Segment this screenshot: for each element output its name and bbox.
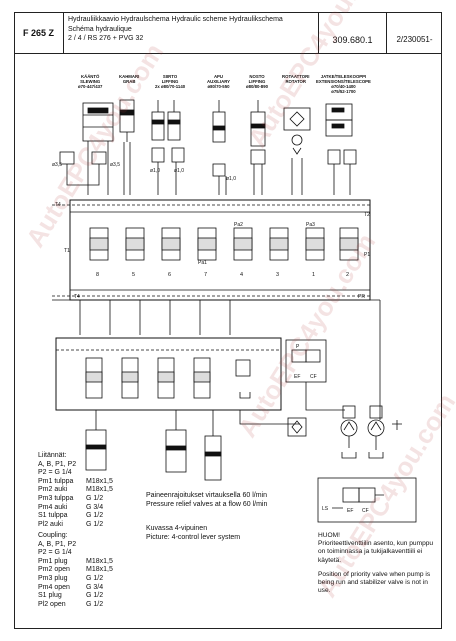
- port-label-t4-top: T4: [55, 202, 61, 208]
- restrictor-label-5: ø1,0: [226, 176, 236, 182]
- section-number: 7: [204, 272, 207, 278]
- picture-note-fi: Kuvassa 4-vipuinen: [146, 525, 208, 532]
- relief-note-en: Pressure relief valves at a flow 60 l/mi…: [146, 501, 268, 508]
- section-number: 8: [96, 272, 99, 278]
- drawing-titles: Hydrauliikkaavio Hydraulschema Hydraulic…: [64, 12, 319, 54]
- cylinder-liffing-1: [151, 100, 181, 141]
- port-label-t1: T1: [64, 248, 70, 254]
- port-label-cf-detail: CF: [362, 508, 369, 514]
- couplings-heading-fi: Liitännät:: [38, 452, 67, 459]
- picture-note-en: Picture: 4-control lever system: [146, 534, 241, 541]
- couplings-heading-en: Coupling:: [38, 532, 68, 539]
- title-fr: Schéma hydraulique: [68, 25, 132, 33]
- section-number: 2: [346, 272, 349, 278]
- couplings-table-fi: Liitännät: A, B, P1, P2 P2 = G 1/4 Pm1 t…: [38, 452, 113, 528]
- cylinder-slewing: [82, 102, 114, 142]
- rotator-motor: [283, 107, 311, 155]
- valve-label-pa2: Pa2: [234, 222, 243, 228]
- port-label-ef: EF: [294, 374, 300, 380]
- section-number: 5: [132, 272, 135, 278]
- section-number: 6: [168, 272, 171, 278]
- cylinder-liffing-2: [250, 100, 266, 147]
- port-label-pr: PR: [358, 294, 365, 300]
- cylinder-grab: [119, 99, 135, 142]
- relief-note: Paineenrajoitukset virtauksella 60 l/min…: [146, 491, 316, 509]
- note-text-fi: Prioriteettiventtiilin asento, kun pumpp…: [318, 540, 434, 564]
- priority-valve-note: HUOM! Prioriteettiventtiilin asento, kun…: [318, 532, 436, 595]
- date-code: 2/230051-: [396, 35, 433, 44]
- valve-spec: 2 / 4 / RS 276 + PVG 32: [68, 35, 144, 42]
- note-heading: HUOM!: [318, 532, 340, 539]
- section-number: 3: [276, 272, 279, 278]
- title-fi: Hydrauliikkaavio: [68, 16, 119, 23]
- couplings-table-en: Coupling: A, B, P1, P2 P2 = G 1/4 Pm1 pl…: [38, 532, 113, 608]
- section-number: 4: [240, 272, 243, 278]
- title-block: F 265 Z Hydrauliikkaavio Hydraulschema H…: [14, 12, 442, 54]
- drawing-frame: [14, 12, 442, 629]
- section-number: 1: [312, 272, 315, 278]
- valve-label-pa1: Pa1: [198, 260, 207, 266]
- document-number: 309.680.1: [319, 12, 387, 54]
- port-label-t2: T2: [364, 212, 370, 218]
- restrictor-label-2: ø3,5: [110, 162, 120, 168]
- port-label-ls-detail: LS: [322, 506, 329, 512]
- cylinder-auxiliary: [212, 100, 226, 143]
- drawing-code: F 265 Z: [14, 12, 64, 54]
- title-sv: Hydraulschema: [120, 16, 170, 23]
- restrictor-label-4: ø1,0: [174, 168, 184, 174]
- port-label-p: P: [296, 344, 300, 350]
- title-de: Hydraulikschema: [229, 16, 283, 23]
- note-text-en: Position of priority valve when pump is …: [318, 570, 431, 595]
- restrictor-label-1: ø3,5: [52, 162, 62, 168]
- picture-note: Kuvassa 4-vipuinen Picture: 4-control le…: [146, 524, 316, 542]
- valve-label-pa3: Pa3: [306, 222, 315, 228]
- port-label-p1: P1: [364, 252, 370, 258]
- port-label-t4-bottom: T4: [74, 294, 80, 300]
- cylinder-telescope: [325, 103, 353, 137]
- port-label-ef-detail: EF: [347, 508, 353, 514]
- valve-sections: [89, 227, 359, 261]
- relief-note-fi: Paineenrajoitukset virtauksella 60 l/min: [146, 492, 268, 499]
- restrictor-label-3: ø1,0: [150, 168, 160, 174]
- title-en: Hydraulic scheme: [171, 16, 228, 23]
- port-label-cf: CF: [310, 374, 317, 380]
